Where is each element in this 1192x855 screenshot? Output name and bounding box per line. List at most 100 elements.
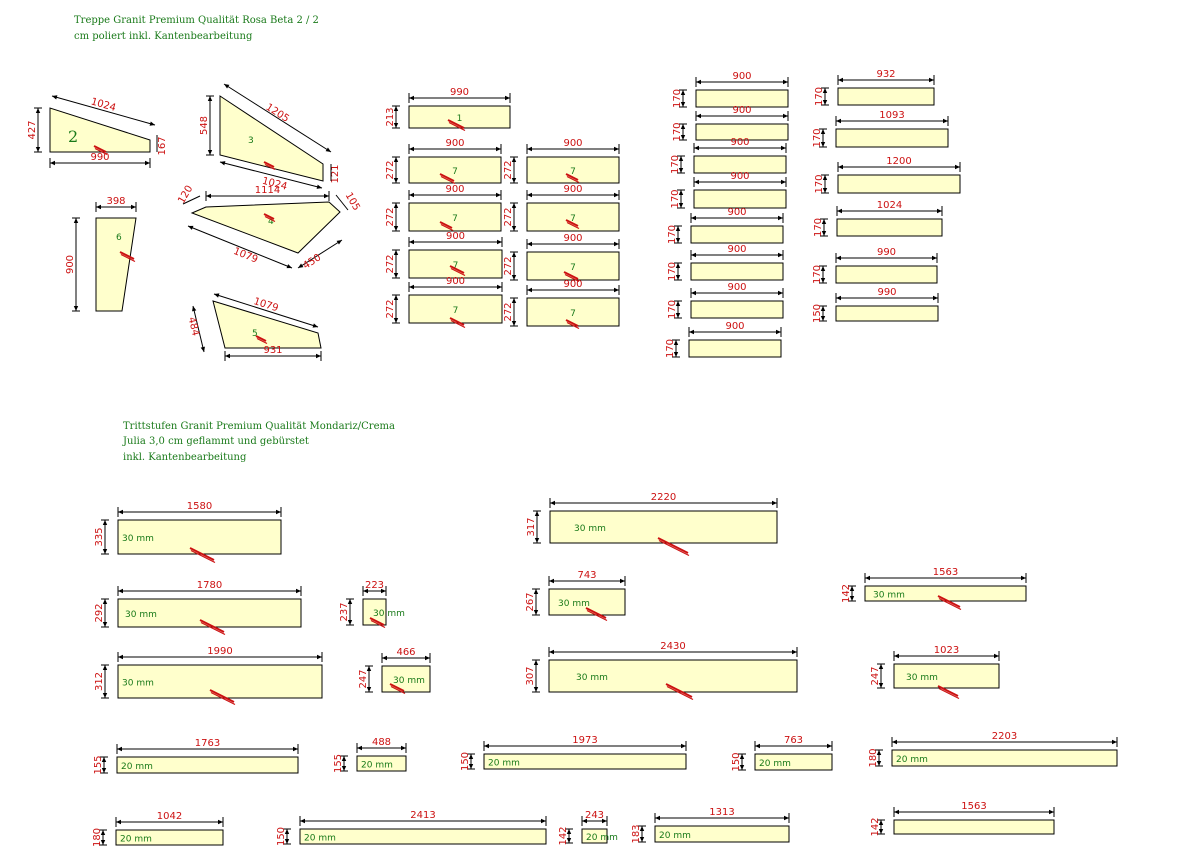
tread_rects-19-height-dim-arrow [878,820,884,825]
piece-4-right-dim-text: 450 [301,252,323,272]
tread_rects-10-height-dim-text: 155 [93,755,104,774]
stair_rects-14-height-dim-arrow [675,275,681,280]
stair_rects-15-width-dim-text: 900 [727,282,746,293]
stair_rects-12-width-dim-text: 900 [730,171,749,182]
stair_rects-2-label: 7 [570,167,576,177]
tread_rects-9-width-dim-text: 1023 [934,645,959,656]
stair_rects-10-slab [695,123,789,141]
tread_rects-18-width-dim-arrow [784,815,789,821]
piece-3-bottom-dim-arrow [220,161,226,166]
stair_rects-22-height-dim-arrow [820,306,826,311]
stair_rects-2-height-dim-arrow [511,178,517,183]
stair_rects-16-width-dim-text: 900 [725,321,744,332]
tread_rects-2-height-dim-text: 292 [94,603,105,622]
tread_rects-7-height-dim-text: 247 [358,669,369,688]
stair_rects-2-slab [526,156,620,184]
tread_rects-15-slab [115,829,224,846]
stair_rects-18-width-dim-arrow [943,118,948,124]
tread_rects-10-slab [116,756,299,774]
piece-4-id: 4 [268,217,274,227]
tread_rects-8-width-dim-text: 2430 [660,641,685,652]
piece-5-slab [212,300,322,349]
tread_rects-7-slab [381,665,431,693]
stair_rects-10-width-dim-arrow [696,113,701,119]
stair-title-line1: Treppe Granit Premium Qualität Rosa Beta… [74,15,319,26]
tread_rects-3-label: 30 mm [373,609,405,619]
stair_rects-3-cut-mark [440,223,454,232]
piece-2-top-dim-arrow [52,95,58,100]
stair_rects-15-width-dim-arrow [691,290,696,296]
tread_rects-7-cut-mark [390,685,406,695]
stair_rects-12-height-dim-text: 170 [670,189,681,208]
stair_rects-3-cut-mark [439,221,453,229]
stair_rects-13-width-dim-arrow [691,215,696,221]
piece-2-top-dim-arrow [149,121,155,126]
tread_rects-10-label: 20 mm [121,762,153,772]
tread_rects-10-width-dim-arrow [293,746,298,752]
stair_rects-0-label: 1 [457,114,463,124]
tread_rects-4-width-dim-text: 743 [577,570,596,581]
stair_rects-4-width-dim-arrow [614,192,619,198]
stair_rects-20-slab [836,218,943,237]
tread_rects-1-height-dim-arrow [534,511,540,516]
tread_rects-17-height-dim-arrow [566,838,572,843]
piece-3-left-dim-text: 548 [199,116,210,135]
tread_rects-15-height-dim-text: 180 [92,828,103,847]
stair_rects-4-label: 7 [570,214,576,224]
stair_rects-0-height-dim-arrow [393,123,399,128]
stair_rects-16-slab [688,339,782,358]
stair_rects-6-cut-mark [563,271,579,280]
tread_rects-5-cut-mark [938,597,962,611]
stair_rects-2-cut-mark [565,173,579,181]
tread_rects-0-height-dim-arrow [102,520,108,525]
tread_rects-6-cut-mark [210,691,236,706]
tread_rects-12-height-dim-arrow [468,764,474,769]
stair_rects-5-slab [408,249,503,279]
tread_rects-16-height-dim-arrow [284,829,290,834]
stair_rects-8-slab [526,297,620,327]
tread_rects-14-label: 20 mm [896,755,928,765]
stair_rects-19-width-dim-text: 1200 [886,156,911,167]
stair_rects-0-height-dim-text: 213 [385,107,396,126]
piece-5-cut-mark [255,335,267,342]
stair_rects-4-width-dim-arrow [527,192,532,198]
tread_rects-2-height-dim-arrow [102,599,108,604]
tread_rects-11-width-dim-arrow [401,745,406,751]
tread_rects-11-height-dim-text: 155 [333,754,344,773]
piece-4-corner-a-line [182,195,201,205]
stair_rects-19-height-dim-arrow [822,188,828,193]
tread_rects-15-label: 20 mm [120,835,152,845]
tread_rects-19-height-dim-text: 142 [870,817,881,836]
piece-3-top-dim-arrow [224,84,230,89]
stair_rects-22-height-dim-text: 150 [812,304,823,323]
stair_rects-21-width-dim-arrow [836,255,841,261]
tread_rects-4-label: 30 mm [558,599,590,609]
tread_rects-2-cut-mark [199,619,225,633]
stair_rects-7-height-dim-text: 272 [385,299,396,318]
stair_rects-6-width-dim-text: 900 [563,233,582,244]
tread_rects-3-cut-mark [369,617,385,626]
tread_rects-2-label: 30 mm [125,610,157,620]
piece-6-cut-mark [119,251,135,260]
tread_rects-1-width-dim-text: 2220 [651,492,676,503]
tread_rects-9-slab [893,663,1000,689]
tread-title-line2: Julia 3,0 cm geflammt und gebürstet [123,436,309,447]
piece-5-left-dim-text: 484 [186,316,201,337]
tread_rects-5-width-dim-arrow [1021,575,1026,581]
piece-6-top-dim-arrow [131,204,136,210]
tread_rects-8-width-dim-arrow [792,649,797,655]
stair_rects-18-slab [835,128,949,148]
stair_rects-0-height-dim-arrow [393,106,399,111]
stair_rects-13-height-dim-arrow [675,226,681,231]
tread_rects-6-height-dim-arrow [102,665,108,670]
stair_rects-18-width-dim-text: 1093 [879,110,904,121]
tread_rects-3-width-dim-text: 223 [365,580,384,591]
tread_rects-6-height-dim-arrow [102,693,108,698]
stair_rects-11-width-dim-arrow [694,145,699,151]
piece-6-left-dim-arrow [73,218,79,223]
tread_rects-13-height-dim-text: 150 [731,752,742,771]
stair_rects-1-cut-mark [440,175,456,185]
tread_rects-16-width-dim-text: 2413 [410,810,435,821]
stair_rects-6-width-dim-arrow [614,241,619,247]
tread_rects-1-height-dim-text: 317 [526,517,537,536]
